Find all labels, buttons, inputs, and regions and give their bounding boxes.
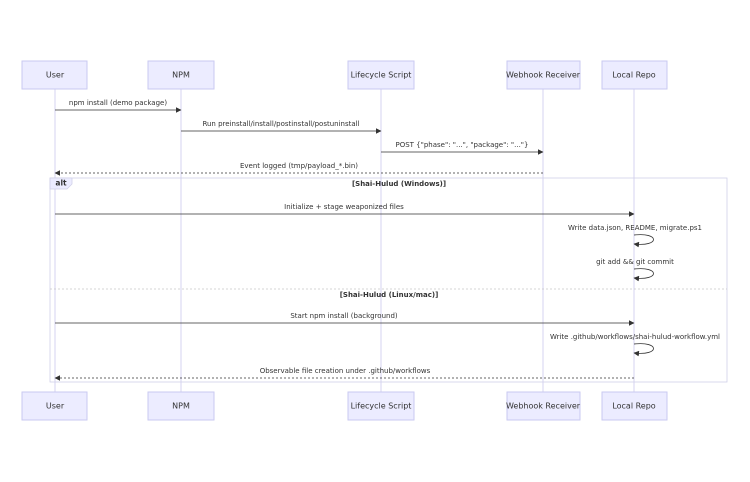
message-label: git add && git commit [596,258,674,266]
message-npm-install: npm install (demo package) [55,99,182,113]
message-event-logged: Event logged (tmp/payload_*.bin) [54,162,543,176]
alt-block: alt [Shai-Hulud (Windows)] [Shai-Hulud (… [49,177,728,383]
actor-webhook-receiver-top: Webhook Receiver [506,60,581,90]
message-label: POST {"phase": "...", "package": "..."} [396,141,529,149]
message-observable-file-creation: Observable file creation under .github/w… [54,367,634,381]
actor-label: Lifecycle Script [351,402,412,411]
actor-label: Webhook Receiver [506,71,581,80]
alt-tab [49,177,73,190]
actor-label: Local Repo [612,71,655,80]
actor-lifecycle-script-bottom: Lifecycle Script [347,391,415,421]
actor-npm-top: NPM [147,60,215,90]
message-arrow [633,268,654,282]
actor-user-top: User [21,60,88,90]
message-initialize-stage: Initialize + stage weaponized files [55,203,635,217]
message-run-lifecycle: Run preinstall/install/postinstall/postu… [181,120,382,134]
message-label: Event logged (tmp/payload_*.bin) [240,162,358,170]
self-message-write-workflow: Write .github/workflows/shai-hulud-workf… [550,333,720,357]
actor-user-bottom: User [21,391,88,421]
actor-label: User [46,71,65,80]
message-label: Write data.json, README, migrate.ps1 [568,224,702,232]
actor-label: User [46,402,65,411]
actor-label: Lifecycle Script [351,71,412,80]
message-label: npm install (demo package) [69,99,167,107]
actor-lifecycle-script-top: Lifecycle Script [347,60,415,90]
actor-label: NPM [172,71,190,80]
actor-label: NPM [172,402,190,411]
actor-local-repo-top: Local Repo [601,60,668,90]
actor-local-repo-bottom: Local Repo [601,391,668,421]
message-label: Initialize + stage weaponized files [284,203,404,211]
message-post-webhook: POST {"phase": "...", "package": "..."} [381,141,544,155]
alt-condition-windows: [Shai-Hulud (Windows)] [352,180,446,188]
message-arrow [633,343,654,357]
actor-label: Webhook Receiver [506,402,581,411]
alt-keyword: alt [55,179,67,188]
actor-webhook-receiver-bottom: Webhook Receiver [506,391,581,421]
message-label: Write .github/workflows/shai-hulud-workf… [550,333,720,341]
message-label: Start npm install (background) [290,312,398,320]
message-label: Run preinstall/install/postinstall/postu… [202,120,359,128]
message-arrow [633,234,654,248]
alt-condition-linux-mac: [Shai-Hulud (Linux/mac)] [340,291,439,299]
message-label: Observable file creation under .github/w… [260,367,431,375]
self-message-git-commit: git add && git commit [596,258,674,282]
alt-frame [49,177,728,383]
self-message-write-data: Write data.json, README, migrate.ps1 [568,224,702,248]
actor-label: Local Repo [612,402,655,411]
actor-npm-bottom: NPM [147,391,215,421]
message-start-npm-install: Start npm install (background) [55,312,635,326]
